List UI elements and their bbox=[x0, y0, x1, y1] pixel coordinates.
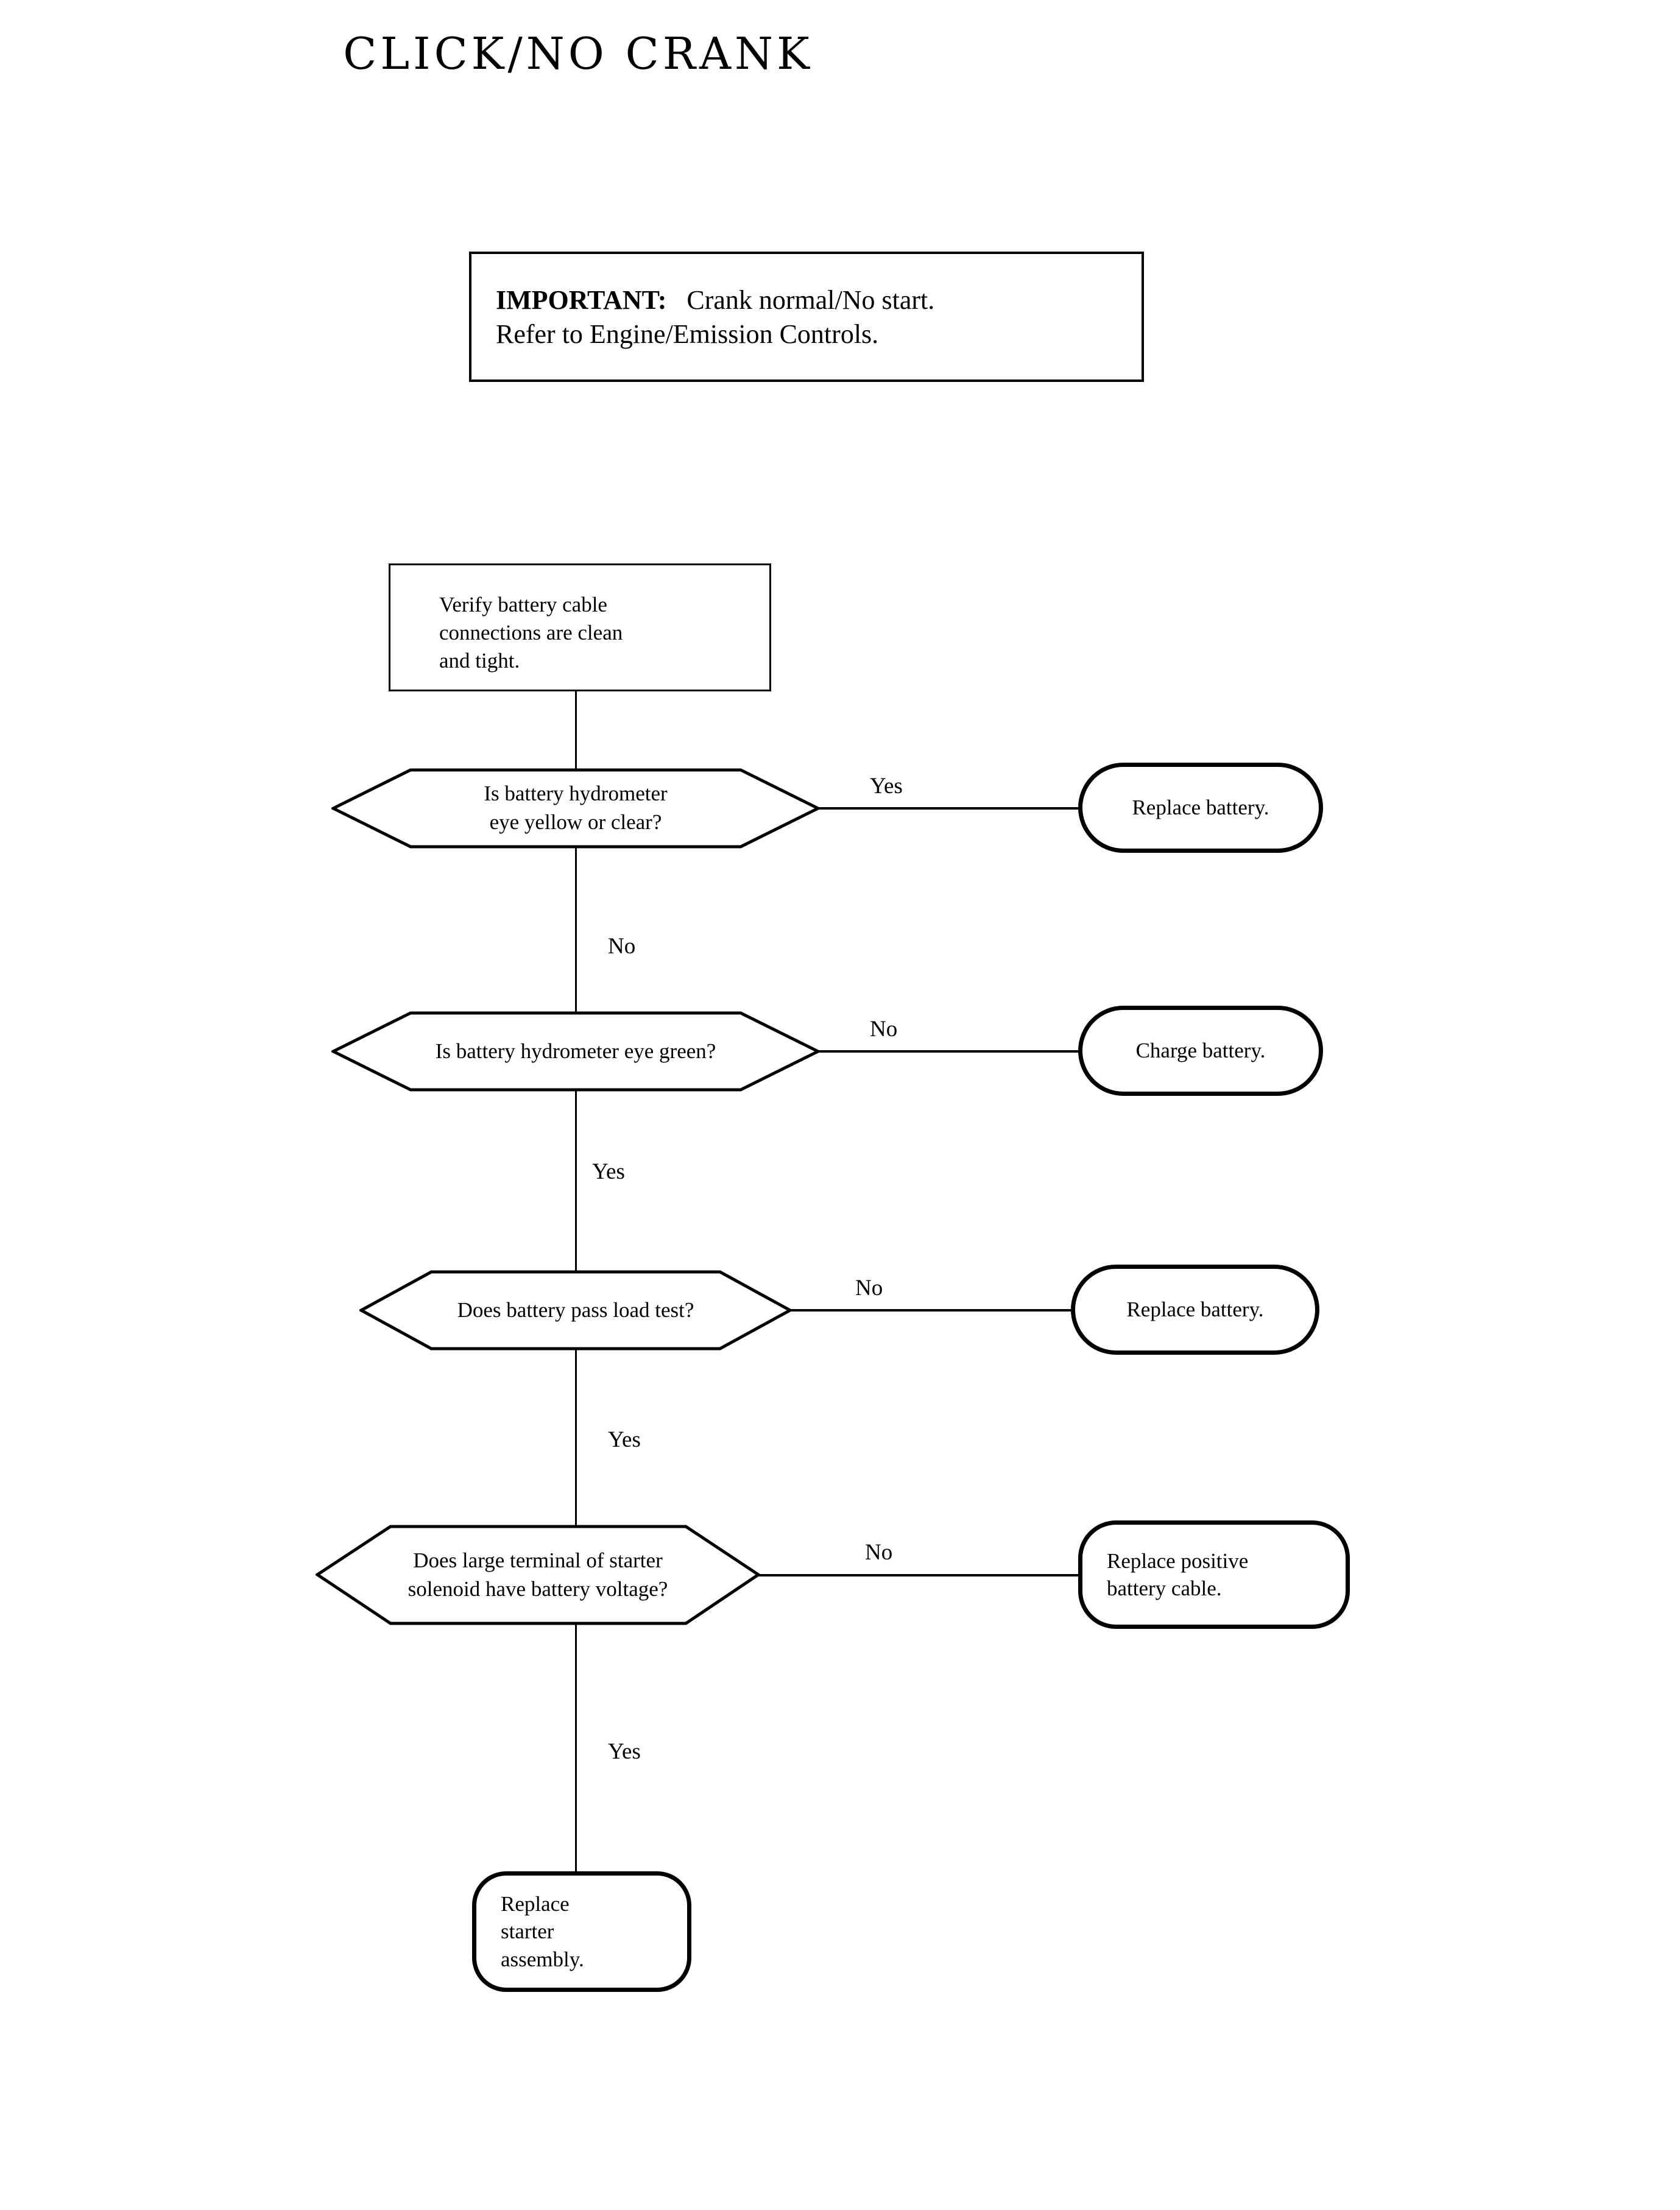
important-note-text: IMPORTANT: Crank normal/No start. Refer … bbox=[496, 283, 1135, 352]
terminator-replace-positive-battery-cable[interactable]: Replace positive battery cable. bbox=[1078, 1520, 1350, 1629]
process-box-verify-battery-cable[interactable]: Verify battery cable connections are cle… bbox=[389, 563, 771, 691]
page-title-text: CLICK/NO CRANK bbox=[343, 28, 813, 79]
connector-decision-3-no bbox=[788, 1309, 1078, 1312]
connector-decision-4-no bbox=[757, 1574, 1083, 1576]
connector-start-to-decision-1 bbox=[575, 691, 577, 807]
decision-hydrometer-green[interactable]: Is battery hydrometer eye green? bbox=[331, 1011, 820, 1092]
decision-1-label: Is battery hydrometer eye yellow or clea… bbox=[331, 768, 820, 849]
page-title: CLICK/NO CRANK bbox=[0, 32, 1680, 76]
important-note-line-1: IMPORTANT: Crank normal/No start. bbox=[496, 283, 1135, 317]
decision-1-line-2: eye yellow or clear? bbox=[489, 810, 662, 834]
terminator-replace-starter-assembly-text: Replace starter assembly. bbox=[476, 1890, 687, 1974]
decision-3-label: Does battery pass load test? bbox=[359, 1270, 792, 1350]
decision-battery-load-test[interactable]: Does battery pass load test? bbox=[359, 1270, 792, 1350]
connector-decision-2-no bbox=[816, 1050, 1082, 1053]
connector-decision-1-yes bbox=[816, 807, 1082, 810]
terminator-replace-battery-2[interactable]: Replace battery. bbox=[1071, 1265, 1319, 1355]
terminator-replace-positive-battery-cable-text: Replace positive battery cable. bbox=[1082, 1547, 1346, 1603]
terminator-pos-cable-line-1: Replace positive bbox=[1107, 1548, 1249, 1573]
terminator-starter-line-3: assembly. bbox=[501, 1947, 584, 1971]
connector-decision-2-yes bbox=[575, 1090, 577, 1291]
terminator-replace-battery-1[interactable]: Replace battery. bbox=[1078, 763, 1323, 853]
terminator-replace-battery-2-text: Replace battery. bbox=[1126, 1297, 1264, 1322]
terminator-replace-starter-assembly[interactable]: Replace starter assembly. bbox=[472, 1871, 691, 1992]
connector-decision-3-yes bbox=[575, 1349, 577, 1550]
edge-label-decision-2-yes: Yes bbox=[592, 1159, 625, 1184]
decision-2-line-1: Is battery hydrometer eye green? bbox=[435, 1039, 716, 1063]
decision-2-label: Is battery hydrometer eye green? bbox=[331, 1011, 820, 1092]
decision-3-line-1: Does battery pass load test? bbox=[457, 1297, 694, 1322]
process-line-3: and tight. bbox=[439, 649, 520, 673]
edge-label-decision-2-no: No bbox=[870, 1017, 898, 1042]
terminator-charge-battery-text: Charge battery. bbox=[1135, 1039, 1266, 1063]
terminator-starter-line-1: Replace bbox=[501, 1891, 570, 1916]
decision-solenoid-voltage[interactable]: Does large terminal of starter solenoid … bbox=[316, 1525, 760, 1625]
edge-label-decision-1-no: No bbox=[608, 934, 636, 959]
decision-hydrometer-yellow-clear[interactable]: Is battery hydrometer eye yellow or clea… bbox=[331, 768, 820, 849]
decision-4-line-2: solenoid have battery voltage? bbox=[408, 1576, 668, 1601]
decision-4-label: Does large terminal of starter solenoid … bbox=[316, 1525, 760, 1625]
edge-label-decision-4-no: No bbox=[865, 1540, 893, 1565]
important-note-line-1-text: Crank normal/No start. bbox=[686, 285, 935, 315]
process-line-1: Verify battery cable bbox=[439, 593, 607, 616]
process-line-2: connections are clean bbox=[439, 621, 623, 645]
important-note-box: IMPORTANT: Crank normal/No start. Refer … bbox=[469, 252, 1144, 382]
process-box-text: Verify battery cable connections are cle… bbox=[439, 591, 764, 676]
connector-decision-4-yes bbox=[575, 1623, 577, 1874]
terminator-replace-battery-1-text: Replace battery. bbox=[1132, 796, 1269, 820]
terminator-pos-cable-line-2: battery cable. bbox=[1107, 1576, 1222, 1600]
edge-label-decision-3-yes: Yes bbox=[608, 1427, 641, 1452]
edge-label-decision-1-yes: Yes bbox=[870, 774, 903, 799]
terminator-charge-battery[interactable]: Charge battery. bbox=[1078, 1006, 1323, 1096]
connector-decision-1-no bbox=[575, 847, 577, 1051]
important-note-line-2: Refer to Engine/Emission Controls. bbox=[496, 319, 879, 350]
important-label: IMPORTANT: bbox=[496, 285, 667, 315]
terminator-starter-line-2: starter bbox=[501, 1919, 554, 1944]
decision-4-line-1: Does large terminal of starter bbox=[413, 1548, 663, 1572]
edge-label-decision-4-yes: Yes bbox=[608, 1739, 641, 1764]
decision-1-line-1: Is battery hydrometer bbox=[484, 782, 668, 806]
edge-label-decision-3-no: No bbox=[855, 1276, 883, 1301]
